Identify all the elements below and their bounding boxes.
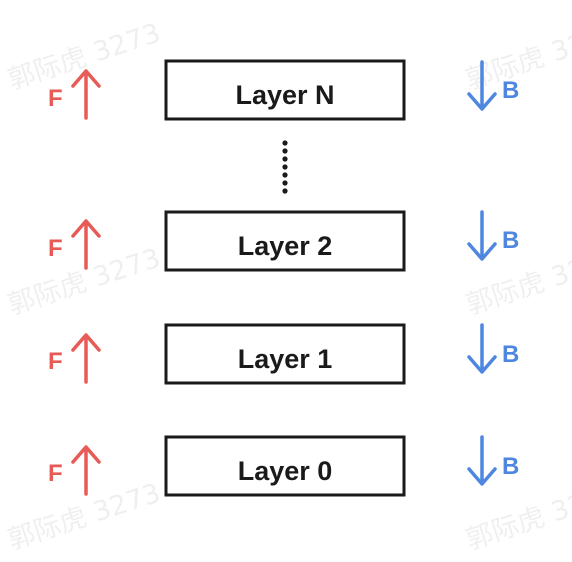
layer-row-0: Layer 0 F B xyxy=(48,435,519,497)
layer-label: Layer 1 xyxy=(238,344,333,374)
arrow-down-icon xyxy=(467,323,497,374)
arrow-down-icon xyxy=(467,435,497,486)
arrow-up-icon xyxy=(71,445,101,496)
arrow-down-icon xyxy=(467,60,497,111)
layer-row-2: Layer 2 F B xyxy=(48,210,519,272)
layer-label: Layer N xyxy=(235,80,334,110)
forward-label: F xyxy=(48,85,63,112)
backward-label: B xyxy=(502,453,519,480)
layer-box xyxy=(164,210,406,272)
layer-label: Layer 2 xyxy=(238,231,333,261)
layer-box xyxy=(164,323,406,385)
forward-label: F xyxy=(48,460,63,487)
backward-label: B xyxy=(502,227,519,254)
layer-label: Layer 0 xyxy=(238,456,333,486)
backward-label: B xyxy=(502,77,519,104)
layer-box xyxy=(164,435,406,497)
arrow-up-icon xyxy=(71,69,101,120)
forward-label: F xyxy=(48,348,63,375)
layer-row-1: Layer 1 F B xyxy=(48,323,519,385)
vertical-ellipsis-icon xyxy=(282,140,288,194)
forward-label: F xyxy=(48,235,63,262)
arrow-up-icon xyxy=(71,219,101,270)
arrow-up-icon xyxy=(71,333,101,384)
layer-row-n: Layer N F B xyxy=(48,59,519,121)
layer-box xyxy=(164,59,406,121)
arrow-down-icon xyxy=(467,210,497,261)
backward-label: B xyxy=(502,341,519,368)
